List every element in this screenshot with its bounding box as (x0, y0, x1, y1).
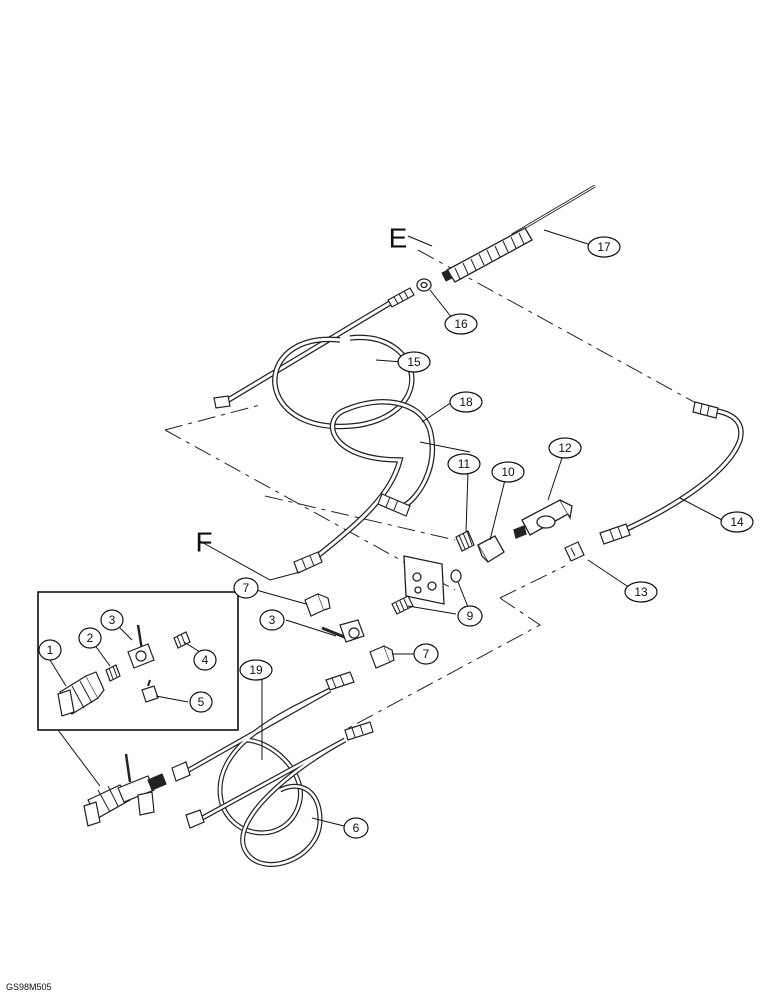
elbow-fitting-7 (304, 593, 331, 617)
svg-text:14: 14 (730, 515, 744, 529)
section-label-e: E (389, 223, 408, 254)
inset-nozzle-1 (57, 671, 105, 717)
hose-6 (185, 721, 374, 867)
adapter-10 (477, 535, 505, 563)
svg-text:12: 12 (558, 441, 572, 455)
svg-text:15: 15 (407, 355, 421, 369)
svg-text:19: 19 (249, 663, 263, 677)
callout-3b: 3 (259, 609, 285, 631)
mounting-plate (403, 555, 445, 605)
leader-lines (49, 229, 723, 827)
coupler-11 (455, 530, 475, 552)
regulator-12 (513, 499, 573, 539)
callout-7a: 7 (233, 577, 259, 599)
callout-3a: 3 (100, 609, 124, 631)
adapter-9 (391, 595, 414, 615)
figure-code: GS98M505 (6, 982, 52, 992)
callout-11: 11 (447, 453, 481, 475)
nut-9 (450, 569, 462, 583)
svg-text:11: 11 (458, 457, 471, 471)
callout-10: 10 (491, 461, 525, 483)
svg-text:10: 10 (501, 465, 515, 479)
spray-gun-assembly (83, 753, 167, 827)
callout-4: 4 (193, 649, 217, 671)
nozzle (416, 278, 432, 292)
callout-19: 19 (239, 659, 273, 681)
callout-18: 18 (449, 391, 483, 413)
svg-text:4: 4 (202, 653, 209, 667)
ball-valve-3 (321, 619, 365, 643)
svg-text:9: 9 (467, 609, 474, 623)
hose-15 (213, 287, 415, 430)
callout-1: 1 (38, 639, 62, 661)
section-label-f: F (195, 527, 212, 558)
svg-text:7: 7 (243, 581, 250, 595)
callout-14: 14 (720, 511, 754, 533)
svg-text:16: 16 (454, 317, 468, 331)
inset-fitting-4 (173, 631, 191, 649)
spray-wand (441, 184, 596, 283)
svg-text:18: 18 (459, 395, 473, 409)
svg-text:3: 3 (109, 613, 116, 627)
inset-box (37, 591, 239, 731)
svg-text:17: 17 (597, 240, 611, 254)
inset-tee-5 (141, 679, 159, 703)
hose-14 (599, 401, 744, 545)
callout-9: 9 (457, 605, 483, 627)
svg-text:13: 13 (634, 585, 648, 599)
inset-valve-3 (127, 624, 155, 669)
callout-6: 6 (343, 817, 369, 839)
svg-text:1: 1 (47, 643, 54, 657)
callout-12: 12 (548, 437, 582, 459)
svg-text:2: 2 (87, 631, 94, 645)
inset-fitting-2 (105, 664, 121, 682)
callout-2: 2 (78, 627, 102, 649)
fitting-13 (564, 541, 585, 562)
elbow-fitting-7b (369, 645, 395, 669)
callout-5: 5 (189, 691, 213, 713)
callout-17: 17 (587, 236, 621, 258)
callout-15: 15 (397, 351, 431, 373)
callout-7b: 7 (413, 643, 439, 665)
callout-13: 13 (624, 581, 658, 603)
svg-text:3: 3 (269, 613, 276, 627)
callout-16: 16 (444, 313, 478, 335)
svg-text:7: 7 (423, 647, 430, 661)
hose-18 (293, 399, 435, 574)
svg-text:5: 5 (198, 695, 205, 709)
svg-text:6: 6 (353, 821, 360, 835)
hose-19 (171, 671, 355, 836)
